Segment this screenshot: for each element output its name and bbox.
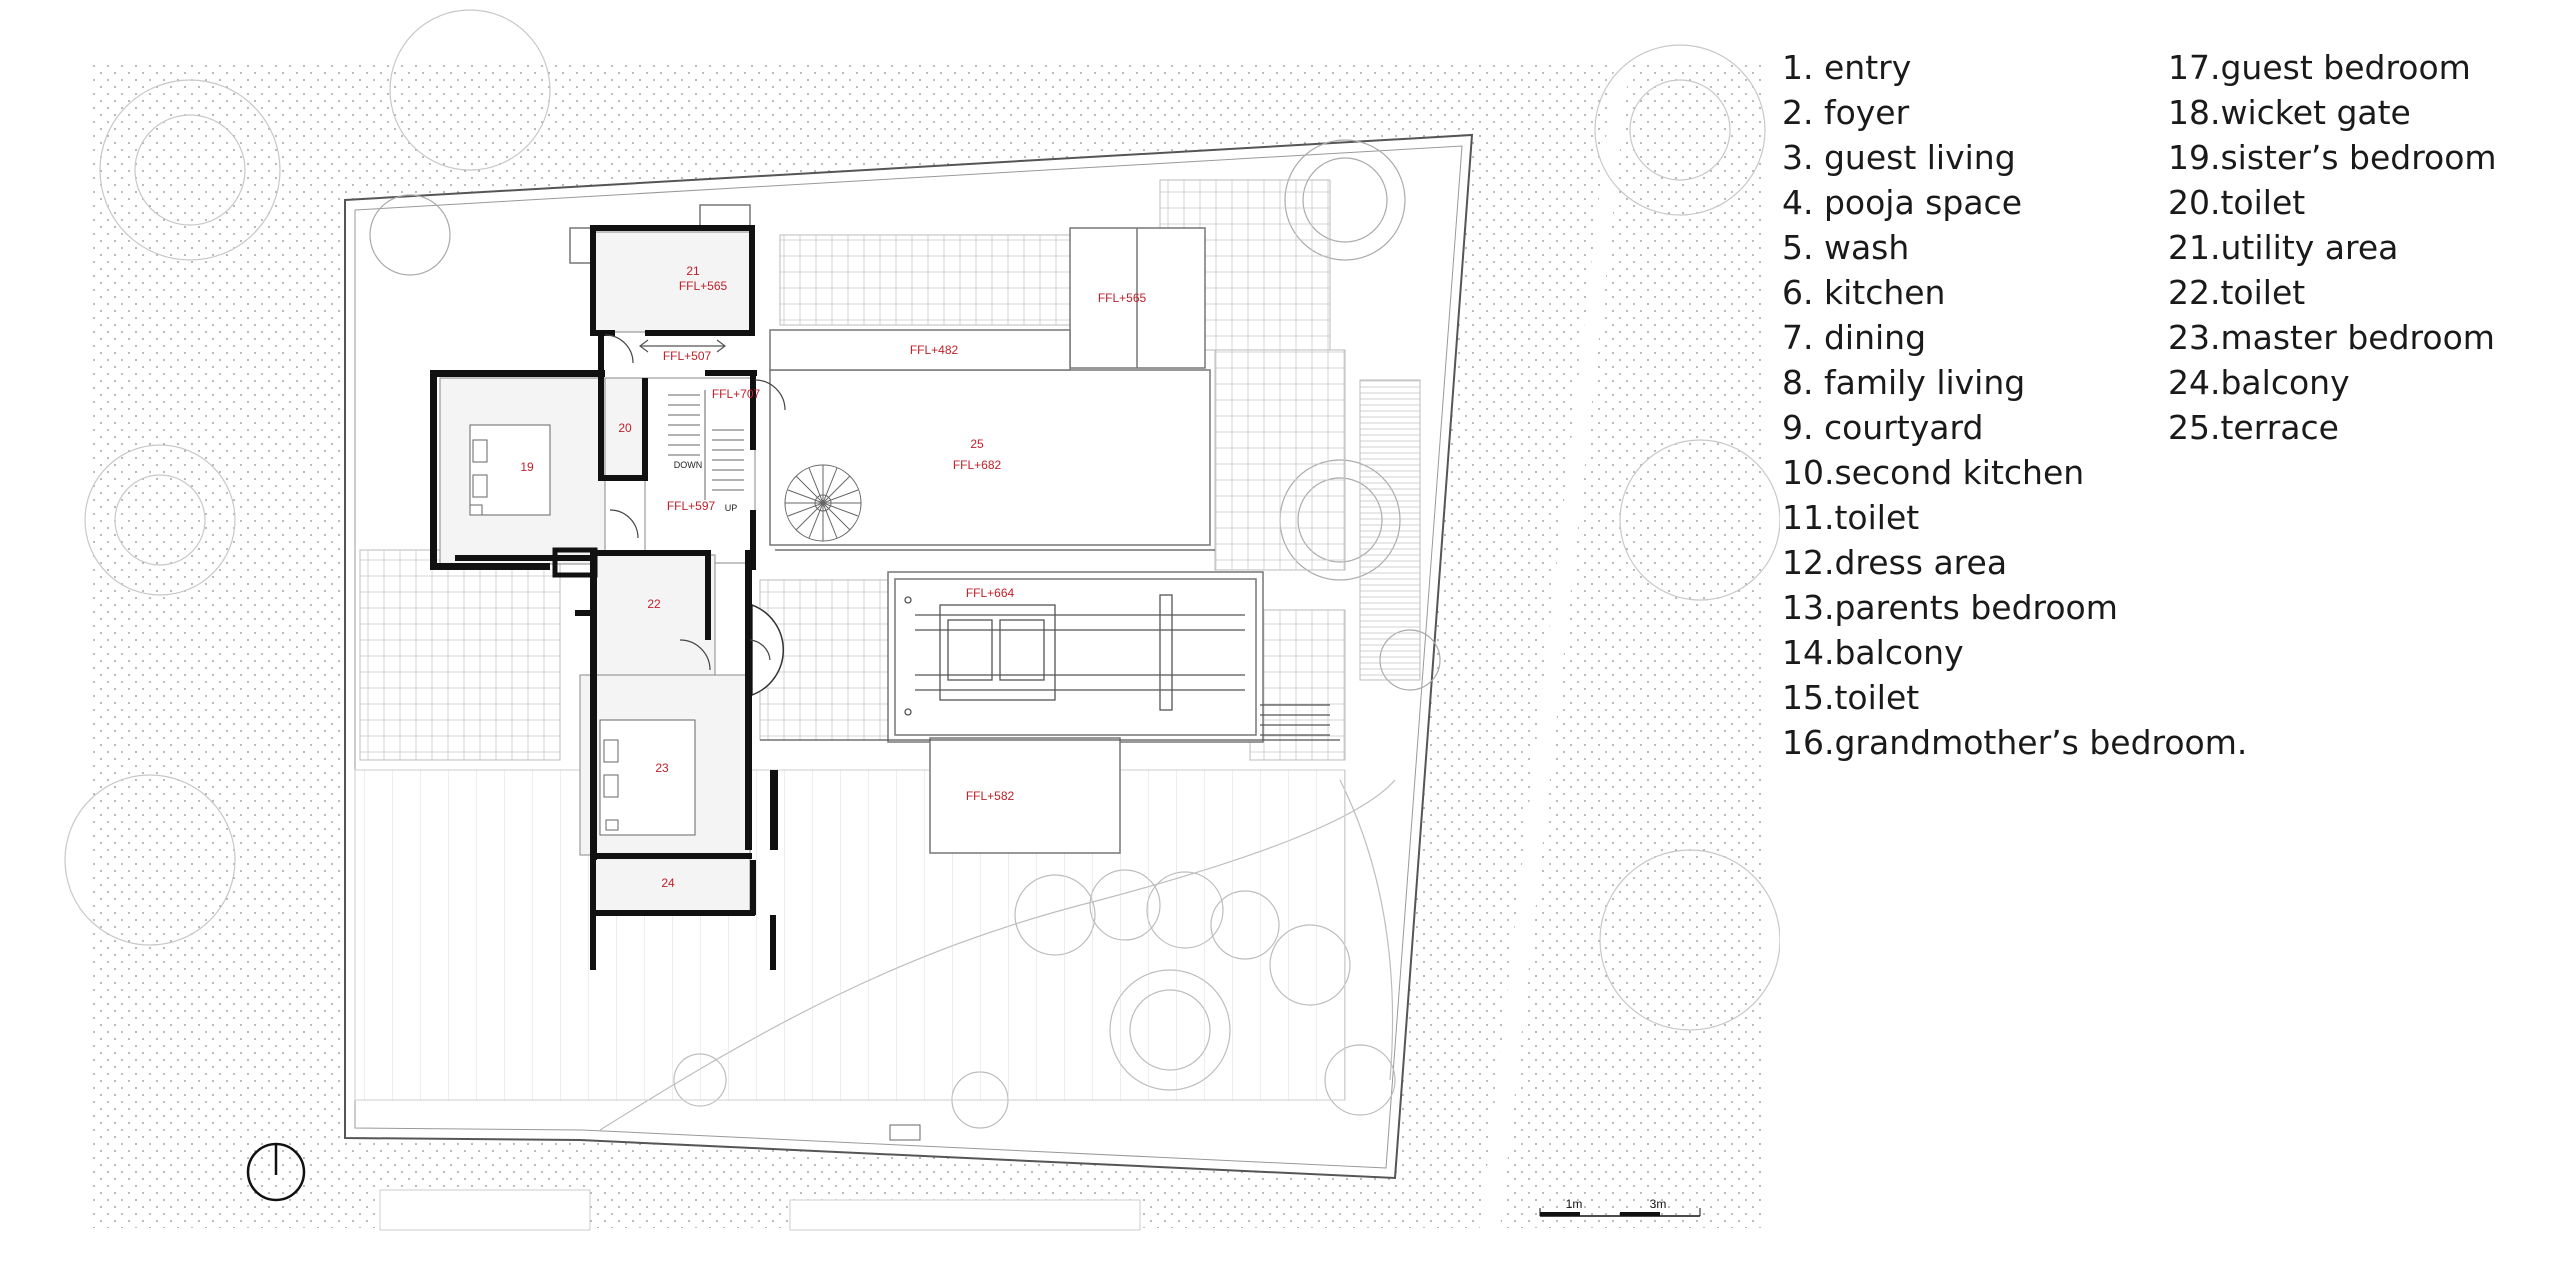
stair-up: UP	[725, 503, 738, 513]
level-707: FFL+707	[712, 387, 761, 401]
walls	[430, 225, 778, 970]
legend-item: 12.dress area	[1782, 543, 2008, 582]
room-labels: 21 FFL+565 FFL+565 FFL+507 FFL+482 FFL+7…	[520, 264, 1146, 890]
legend-item: 6. kitchen	[1782, 273, 1946, 312]
north-arrow-icon	[246, 1142, 306, 1202]
legend-item: 3. guest living	[1782, 138, 2016, 177]
legend-item: 21.utility area	[2168, 228, 2399, 267]
legend-item: 1. entry	[1782, 48, 1912, 87]
terraces	[569, 204, 1264, 854]
level-482: FFL+482	[910, 343, 959, 357]
level-582: FFL+582	[966, 789, 1015, 803]
room-21-level: FFL+565	[679, 279, 728, 293]
level-507: FFL+507	[663, 349, 712, 363]
room-24: 24	[661, 876, 675, 890]
room-21-number: 21	[686, 264, 700, 278]
legend-item: 9. courtyard	[1782, 408, 1984, 447]
legend-item: 13.parents bedroom	[1782, 588, 2118, 627]
legend-item: 17.guest bedroom	[2168, 48, 2471, 87]
spiral-stair	[784, 464, 862, 542]
legend-item: 10.second kitchen	[1782, 453, 2085, 492]
legend-item: 15.toilet	[1782, 678, 1920, 717]
legend-item: 7. dining	[1782, 318, 1927, 357]
legend-item: 18.wicket gate	[2168, 93, 2411, 132]
scale-3m: 3m	[1650, 1197, 1667, 1211]
legend-item: 24.balcony	[2168, 363, 2350, 402]
room-23: 23	[655, 761, 669, 775]
tree-canopies	[64, 9, 1780, 1031]
room-19: 19	[520, 460, 534, 474]
legend-item: 4. pooja space	[1782, 183, 2022, 222]
stair-down: DOWN	[674, 460, 703, 470]
room-22: 22	[647, 597, 661, 611]
room-25-number: 25	[970, 437, 984, 451]
legend-item: 22.toilet	[2168, 273, 2306, 312]
room-25-level: FFL+682	[953, 458, 1002, 472]
terrace-frame	[760, 549, 1340, 741]
legend-item: 8. family living	[1782, 363, 2026, 402]
level-664: FFL+664	[966, 586, 1015, 600]
round-balcony	[751, 603, 784, 697]
legend-item: 5. wash	[1782, 228, 1910, 267]
scale-bar: 1m 3m	[1539, 1197, 1701, 1217]
doors	[604, 334, 786, 671]
floor-plan: 21 FFL+565 FFL+565 FFL+507 FFL+482 FFL+7…	[64, 9, 1780, 1231]
legend-right-column: 17.guest bedroom 18.wicket gate 19.siste…	[2168, 45, 2497, 450]
legend-item: 16.grandmother’s bedroom.	[1782, 723, 2248, 762]
legend-item: 19.sister’s bedroom	[2168, 138, 2497, 177]
legend-item: 23.master bedroom	[2168, 318, 2495, 357]
level-597: FFL+597	[667, 499, 716, 513]
level-arrow	[639, 339, 726, 353]
scale-1m: 1m	[1566, 1197, 1583, 1211]
legend-item: 11.toilet	[1782, 498, 1920, 537]
legend-item: 14.balcony	[1782, 633, 1964, 672]
stairs	[668, 390, 744, 500]
site-edge-strips	[379, 1124, 1141, 1231]
deck-south	[354, 769, 1346, 1101]
legend-left-column: 1. entry 2. foyer 3. guest living 4. poo…	[1782, 45, 2247, 765]
legend-item: 2. foyer	[1782, 93, 1910, 132]
level-565-top: FFL+565	[1098, 291, 1147, 305]
legend-item: 25.terrace	[2168, 408, 2339, 447]
room-20: 20	[618, 421, 632, 435]
legend-item: 20.toilet	[2168, 183, 2306, 222]
beds	[469, 424, 696, 836]
